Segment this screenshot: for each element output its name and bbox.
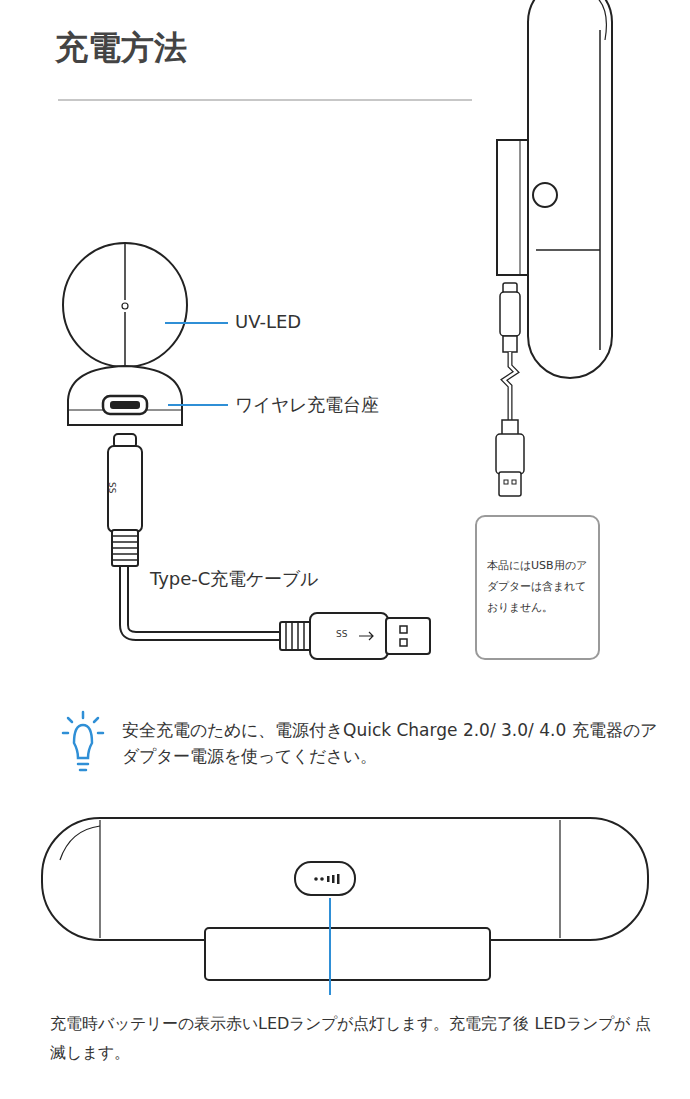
part-label: Type-C充電ケーブル xyxy=(150,567,318,590)
uv-stick-device xyxy=(497,0,612,378)
part-label: ワイヤレ充電台座 xyxy=(235,393,379,416)
type-c-cable xyxy=(108,434,430,659)
leader-line xyxy=(165,322,228,324)
charging-note: 充電時バッテリーの表示赤いLEDランプが点灯します。充電完了後 LEDランプが … xyxy=(50,1010,665,1068)
note-box: 本品にはUSB用のアダプターは含まれておりません。 xyxy=(475,515,600,660)
uv-lamp xyxy=(63,243,187,425)
usb-cable xyxy=(496,283,524,496)
page-title: 充電方法 xyxy=(55,26,187,71)
tip-note: 安全充電のために、電源付きQuick Charge 2.0/ 3.0/ 4.0 … xyxy=(122,717,667,770)
tip-bulb-icon xyxy=(63,712,103,770)
divider xyxy=(58,99,472,101)
note-text: 本品にはUSB用のアダプターは含まれておりません。 xyxy=(487,556,588,619)
leader-line xyxy=(168,404,228,406)
part-label: UV-LED xyxy=(235,310,301,333)
ss-mark: SS xyxy=(336,629,347,641)
ss-mark: SS xyxy=(105,482,117,493)
leader-line xyxy=(329,898,331,995)
device-on-dock xyxy=(42,818,648,980)
